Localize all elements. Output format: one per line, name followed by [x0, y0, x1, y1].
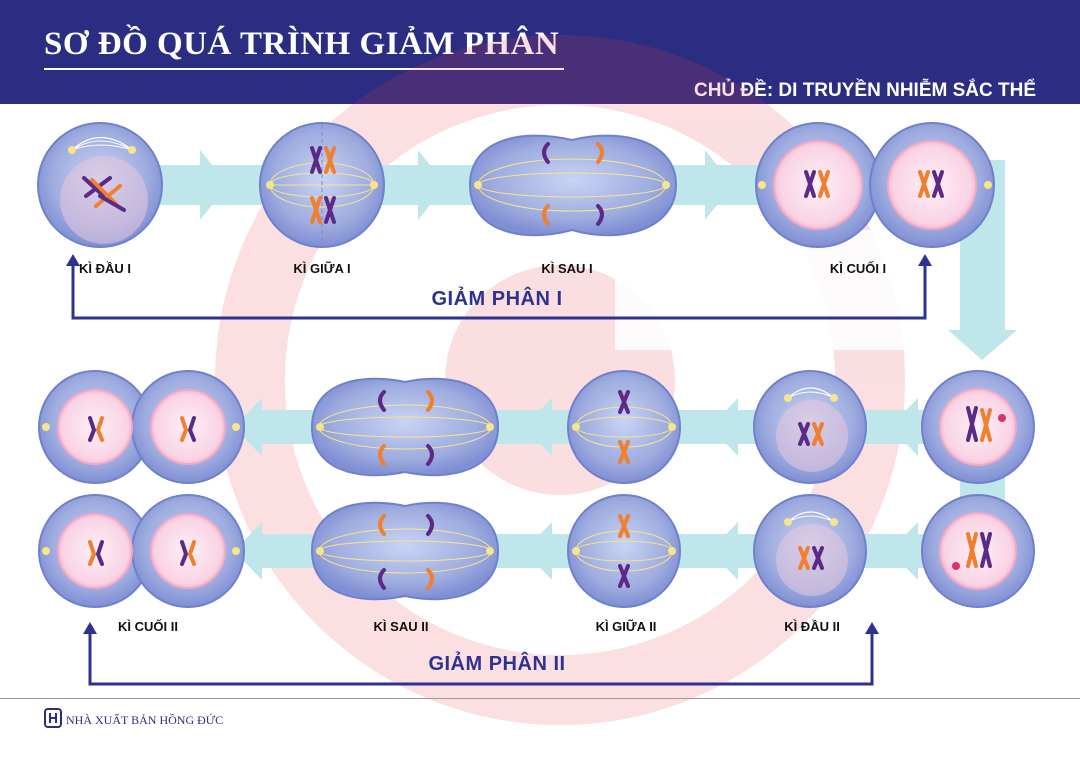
label-anaphase-1: KÌ SAU I: [541, 261, 593, 276]
cell-prophase-1: [37, 122, 163, 248]
cell-telophase-2-bottom: [38, 494, 245, 608]
cell-prophase-2-top: [753, 370, 867, 484]
cell-prophase-2-bottom: [753, 494, 867, 608]
header-banner: SƠ ĐỒ QUÁ TRÌNH GIẢM PHÂN CHỦ ĐỀ: DI TRU…: [0, 0, 1080, 104]
meiosis1-arrowhead-right: [918, 254, 932, 266]
cell-metaphase-2-top: [567, 370, 681, 484]
watermark-logo: [215, 35, 915, 725]
label-metaphase-1: KÌ GIỮA I: [293, 261, 351, 276]
label-meiosis-2: GIẢM PHÂN II: [428, 653, 566, 675]
footer-divider: [0, 698, 1080, 699]
cell-telophase-2-top: [38, 370, 245, 484]
label-telophase-2: KÌ CUỐI II: [118, 619, 178, 634]
label-anaphase-2: KÌ SAU II: [373, 619, 429, 634]
label-telophase-1: KÌ CUỐI I: [829, 261, 887, 276]
page-title: SƠ ĐỒ QUÁ TRÌNH GIẢM PHÂN: [44, 26, 560, 62]
cell-anaphase-2-bottom: [310, 501, 500, 601]
cell-metaphase-2-bottom: [567, 494, 681, 608]
cell-meiosis2-start-bottom: [921, 494, 1035, 608]
publisher-name: NHÀ XUẤT BẢN HỒNG ĐỨC: [66, 713, 224, 727]
publisher-logo-icon: [44, 708, 62, 728]
cell-telophase-1: [755, 122, 995, 248]
topic-subtitle: CHỦ ĐỀ: DI TRUYỀN NHIỄM SẮC THỂ: [693, 80, 1036, 101]
label-meiosis-1: GIẢM PHÂN I: [431, 288, 563, 310]
meiosis2-arrowhead-left: [83, 622, 97, 634]
cell-anaphase-1: [468, 134, 678, 237]
cell-meiosis2-start-top: [921, 370, 1035, 484]
meiosis1-arrowhead-left: [66, 254, 80, 266]
cell-anaphase-2-top: [310, 377, 500, 477]
meiosis1-bracket-arrow: [71, 264, 927, 320]
meiosis2-arrowhead-right: [865, 622, 879, 634]
meiosis2-bracket-arrow: [88, 632, 874, 686]
label-prophase-1: KÌ ĐẦU I: [79, 261, 131, 276]
label-metaphase-2: KÌ GIỮA II: [595, 619, 657, 634]
label-prophase-2: KÌ ĐẦU II: [784, 619, 840, 634]
cell-metaphase-1: [259, 122, 385, 248]
title-underline: [44, 68, 564, 70]
